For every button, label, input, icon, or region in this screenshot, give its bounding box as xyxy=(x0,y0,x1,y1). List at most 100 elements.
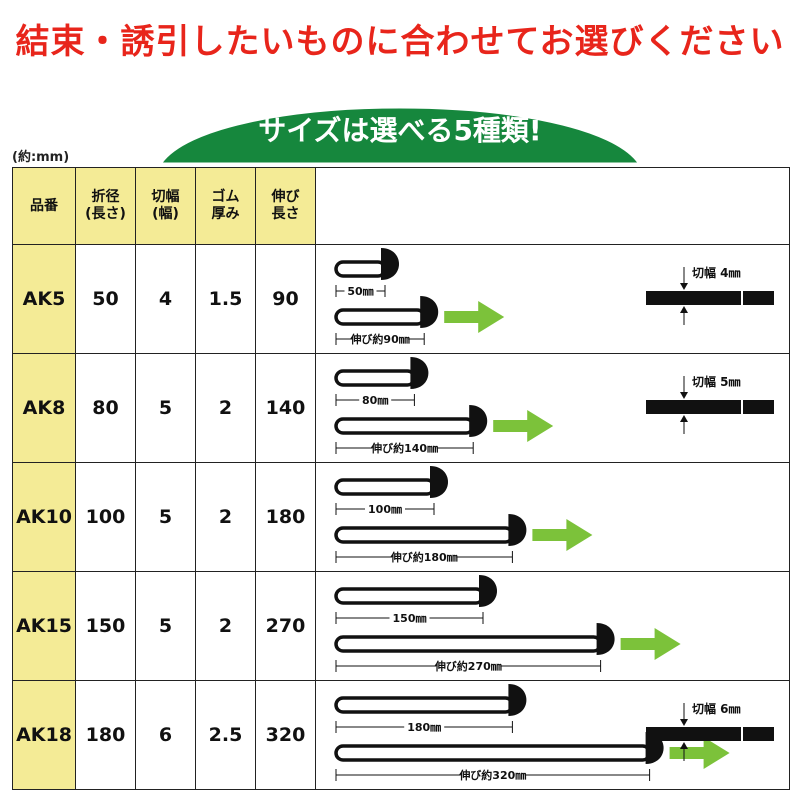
band-loop xyxy=(334,526,515,544)
band-loop xyxy=(334,260,387,278)
header-model: 品番 xyxy=(12,167,76,245)
thickness-cell: 2 xyxy=(195,571,256,681)
stretch-dimension: 伸び約140㎜ xyxy=(335,440,474,456)
thickness-cell: 2 xyxy=(195,462,256,572)
thickness-cell: 1.5 xyxy=(195,244,256,354)
band-loop xyxy=(334,417,475,435)
dimension-label: 伸び約90㎜ xyxy=(349,332,409,346)
stretch-cell: 270 xyxy=(255,571,316,681)
header-thickness-text: ゴム厚み xyxy=(211,189,240,222)
width-pointer-head xyxy=(680,415,688,422)
dimension-label: 150㎜ xyxy=(393,612,427,625)
arch-text: サイズは選べる5種類! xyxy=(258,114,541,147)
spec-table: 品番 折径(長さ) 切幅(幅) ゴム厚み 伸び長さ AK5 50 4 1.5 9… xyxy=(12,167,790,790)
band-loop xyxy=(334,478,436,496)
model-cell: AK15 xyxy=(12,571,76,681)
header-fold: 折径(長さ) xyxy=(75,167,136,245)
stretch-dimension: 伸び約90㎜ xyxy=(335,331,425,347)
dimension-label: 180㎜ xyxy=(407,721,441,734)
band-knob xyxy=(420,296,439,328)
dimension-label: 伸び約270㎜ xyxy=(434,659,502,673)
dimension-label-bg xyxy=(359,392,392,408)
dimension-label: 伸び約320㎜ xyxy=(458,768,526,782)
band-knob xyxy=(508,684,527,716)
width-detail: 切幅 4㎜ xyxy=(646,265,774,325)
arch-shape xyxy=(158,105,642,164)
fold-cell: 50 xyxy=(75,244,136,354)
fold-dimension: 80㎜ xyxy=(335,392,415,408)
model-cell: AK18 xyxy=(12,680,76,790)
dimension-label-bg xyxy=(372,440,437,456)
fold-cell: 180 xyxy=(75,680,136,790)
header-stretch-text: 伸び長さ xyxy=(271,189,300,222)
dimension-label: 伸び約180㎜ xyxy=(390,550,458,564)
green-arrow xyxy=(532,519,593,551)
width-pointer-head xyxy=(680,306,688,313)
stretch-dimension: 伸び約320㎜ xyxy=(335,767,651,783)
stretched-band xyxy=(334,732,664,764)
header-thickness: ゴム厚み xyxy=(195,167,256,245)
band-loop xyxy=(334,369,417,387)
header-stretch: 伸び長さ xyxy=(255,167,316,245)
dimension-label-bg xyxy=(392,549,457,565)
folded-band xyxy=(334,684,527,716)
header-width-text: 切幅(幅) xyxy=(151,189,180,222)
dimension-label-bg xyxy=(436,658,501,674)
stretch-dimension: 伸び約180㎜ xyxy=(335,549,513,565)
band-knob xyxy=(410,357,429,389)
fold-cell: 150 xyxy=(75,571,136,681)
stretched-band xyxy=(334,623,615,655)
width-cell: 6 xyxy=(135,680,196,790)
fold-dimension: 50㎜ xyxy=(335,283,386,299)
width-cell: 5 xyxy=(135,462,196,572)
green-arrow xyxy=(620,628,681,660)
stretch-cell: 180 xyxy=(255,462,316,572)
fold-dimension: 150㎜ xyxy=(335,610,484,626)
band-cross-section xyxy=(646,291,774,305)
dimension-label-bg xyxy=(344,283,377,299)
band-loop xyxy=(334,744,652,762)
model-cell: AK8 xyxy=(12,353,76,463)
width-cell: 5 xyxy=(135,571,196,681)
width-pointer-head xyxy=(680,283,688,290)
width-cell: 5 xyxy=(135,353,196,463)
fold-cell: 100 xyxy=(75,462,136,572)
band-loop xyxy=(334,308,426,326)
fold-cell: 80 xyxy=(75,353,136,463)
band-loop xyxy=(334,587,485,605)
band-loop xyxy=(334,635,603,653)
width-label: 切幅 5㎜ xyxy=(692,374,741,389)
dimension-label-bg xyxy=(404,719,445,735)
band-knob xyxy=(430,466,448,498)
header-width: 切幅(幅) xyxy=(135,167,196,245)
band-knob xyxy=(479,575,497,607)
band-cross-section xyxy=(646,727,774,741)
dimension-label-bg xyxy=(460,767,525,783)
dimension-label: 伸び約140㎜ xyxy=(370,441,438,455)
folded-band xyxy=(334,466,448,498)
width-pointer-head xyxy=(680,742,688,749)
band-knob xyxy=(381,248,399,280)
stretched-band xyxy=(334,514,527,546)
width-label: 切幅 4㎜ xyxy=(692,265,741,280)
band-loop xyxy=(334,696,515,714)
width-detail: 切幅 5㎜ xyxy=(646,374,774,434)
folded-band xyxy=(334,357,429,389)
fold-dimension: 180㎜ xyxy=(335,719,513,735)
band-knob xyxy=(596,623,615,655)
band-cross-section xyxy=(646,400,774,414)
dimension-label: 80㎜ xyxy=(362,394,388,407)
dimension-label-bg xyxy=(389,610,430,626)
